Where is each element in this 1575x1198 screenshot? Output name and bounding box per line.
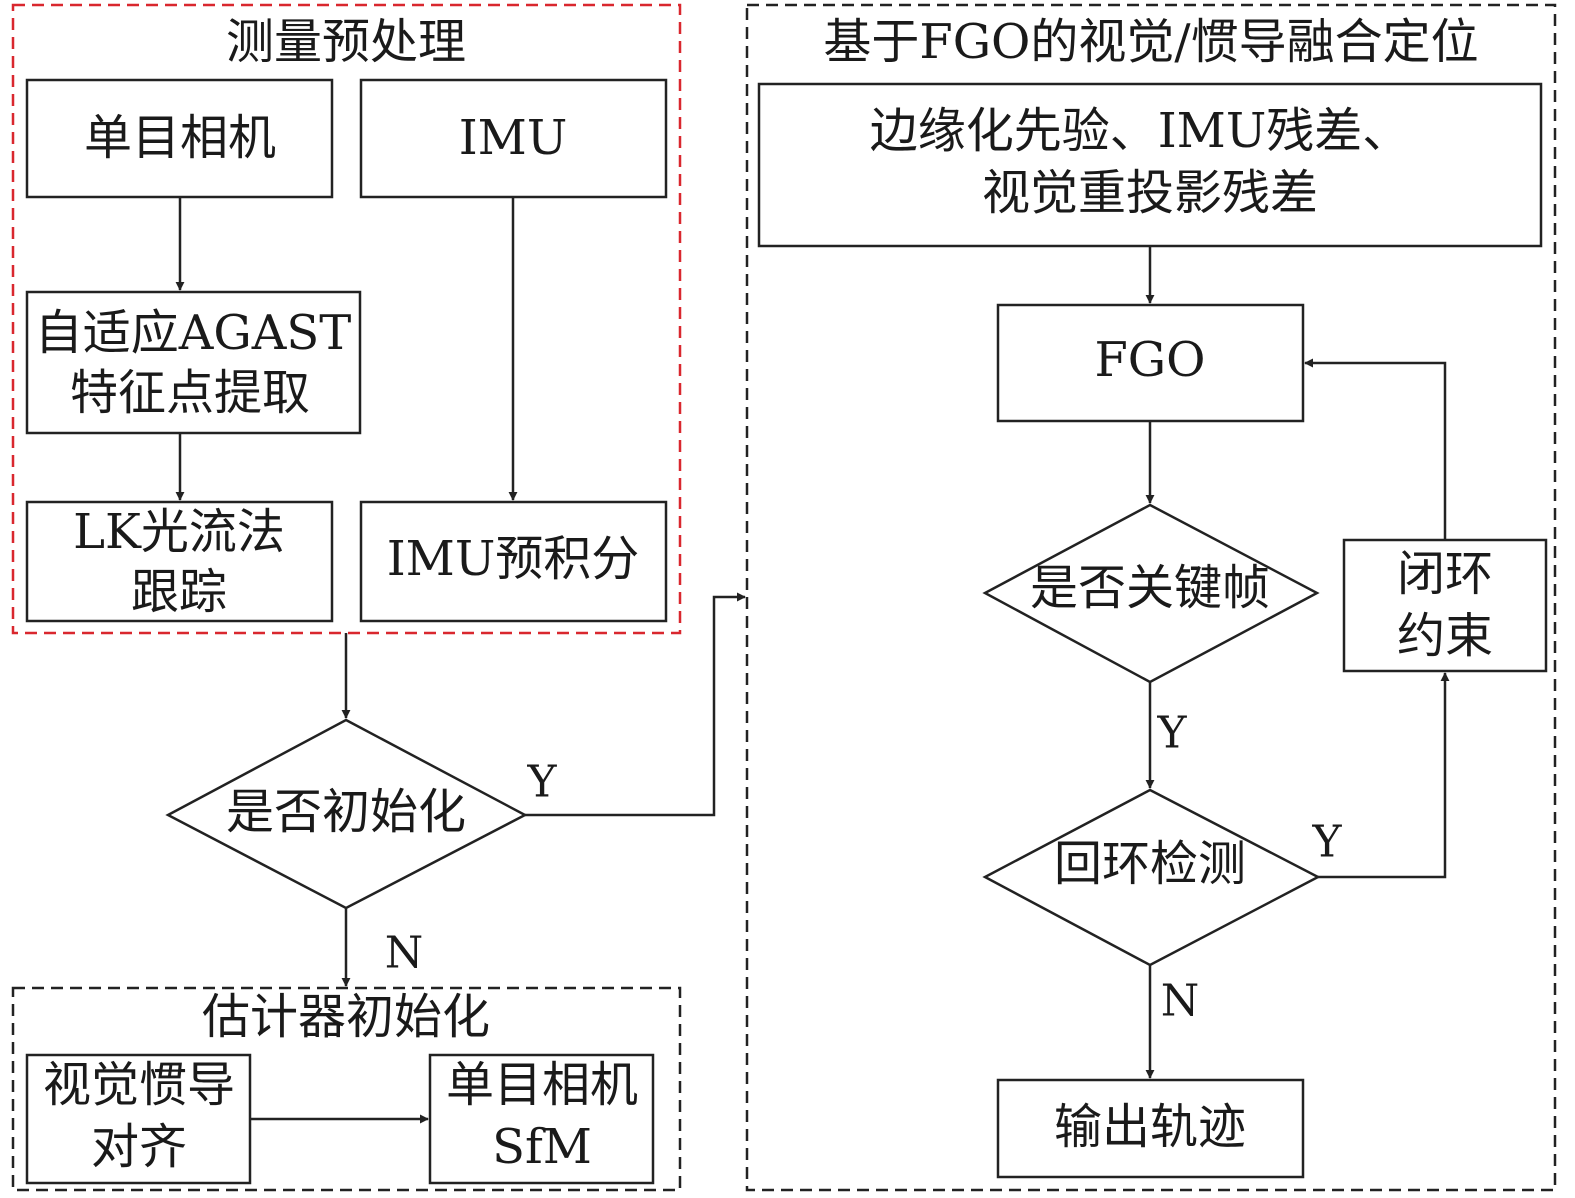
keyframe-decision-label: 是否关键帧 <box>1030 560 1270 616</box>
output-label: 输出轨迹 <box>1054 1099 1246 1155</box>
agast-box <box>25 290 362 435</box>
preprocess-group-title: 测量预处理 <box>226 14 466 70</box>
fusion-group-frame <box>745 3 1557 1192</box>
fgo-box <box>996 303 1305 423</box>
arrow-init-yes-to-fusion <box>525 592 746 817</box>
residual-box <box>757 82 1543 248</box>
lk-label-line1: LK光流法 <box>73 504 285 560</box>
estimator-group-title: 估计器初始化 <box>202 989 490 1045</box>
vi-align-label-line2: 对齐 <box>91 1119 187 1175</box>
fgo-label: FGO <box>1095 332 1206 388</box>
loop-decision-label: 回环检测 <box>1054 836 1246 892</box>
output-box <box>996 1078 1305 1179</box>
lk-box <box>25 500 334 623</box>
vi-align-label-line1: 视觉惯导 <box>43 1057 235 1113</box>
imu-preint-label: IMU预积分 <box>387 531 640 587</box>
loop-yes-label: Y <box>1311 817 1342 868</box>
agast-label-line2: 特征点提取 <box>70 365 310 421</box>
arrow-constraint-to-fgo <box>1304 358 1447 540</box>
loop-constraint-box <box>1342 538 1548 673</box>
preprocess-group-frame <box>11 3 682 635</box>
estimator-group-frame <box>11 986 682 1192</box>
fusion-group-title: 基于FGO的视觉/惯导融合定位 <box>823 14 1478 70</box>
residual-label-line1: 边缘化先验、IMU残差、 <box>870 103 1411 159</box>
vi-align-box <box>25 1053 252 1185</box>
camera-label: 单目相机 <box>84 110 276 166</box>
sfm-label-line1: 单目相机 <box>446 1057 638 1113</box>
loop-no-label: N <box>1161 976 1200 1027</box>
init-yes-label: Y <box>526 757 557 808</box>
init-no-label: N <box>385 928 424 979</box>
imu-preint-box <box>359 500 668 623</box>
sfm-label-line2: SfM <box>492 1119 592 1175</box>
arrow-loop-yes-to-constraint <box>1318 672 1450 879</box>
imu-box <box>359 78 668 199</box>
residual-label-line2: 视觉重投影残差 <box>982 165 1318 221</box>
keyframe-yes-label: Y <box>1156 708 1187 759</box>
init-decision-label: 是否初始化 <box>226 784 466 840</box>
sfm-box <box>428 1053 655 1185</box>
camera-box <box>25 78 334 199</box>
agast-label-line1: 自适应AGAST <box>35 305 352 361</box>
loop-constraint-label-line1: 闭环 <box>1397 546 1493 602</box>
loop-constraint-label-line2: 约束 <box>1397 608 1493 664</box>
lk-label-line2: 跟踪 <box>131 564 227 620</box>
imu-label: IMU <box>459 110 568 166</box>
